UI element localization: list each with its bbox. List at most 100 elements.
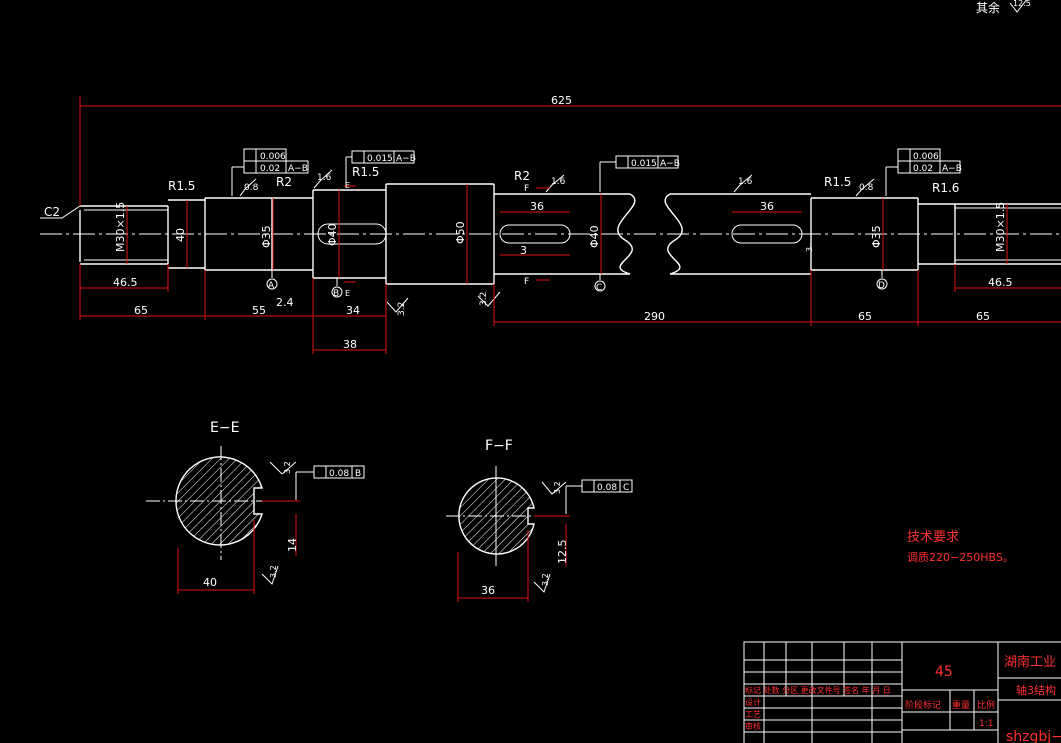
datum-a: A (268, 281, 275, 291)
datum-d: D (878, 281, 885, 291)
section-ee-depth: 14 (286, 538, 299, 552)
section-ee-width: 40 (203, 576, 217, 589)
section-ee-view (146, 446, 365, 594)
lower-dimension-lines (79, 211, 1061, 354)
section-ee-ref: B (355, 469, 361, 479)
title-block-company: 湖南工业 (1004, 654, 1056, 670)
section-ee-rough2: 3.2 (269, 565, 278, 578)
flatness-left: 0.006 (260, 152, 286, 162)
runout-middle: 0.015 (631, 159, 657, 169)
title-block-designer: 设计 (745, 697, 761, 707)
dim-65-mid: 65 (858, 310, 872, 323)
radius-label-5: R1.5 (824, 175, 851, 189)
section-mark-e-top: E (345, 181, 350, 190)
title-block-reviewer: 工艺 (745, 710, 761, 719)
diameter-collar: Φ50 (454, 221, 467, 244)
runout-right: 0.02 (913, 164, 933, 174)
runout-left-ref: A−B (288, 164, 308, 174)
title-block-weight: 重量 (952, 699, 970, 711)
roughness-d: 1.6 (738, 177, 753, 187)
roughness-a: 0.8 (244, 183, 259, 193)
other-roughness-value: 12.5 (1013, 0, 1031, 8)
title-block-material: 45 (935, 664, 953, 680)
title-block-stage: 阶段标记 (905, 699, 941, 711)
title-block-scale-label: 比例 (977, 699, 995, 711)
title-block-process: 审核 (745, 721, 761, 731)
diameter-dimension-lines (126, 184, 1008, 284)
tech-req-title: 技术要求 (907, 530, 959, 545)
overall-length-dimension (79, 96, 1061, 206)
section-mark-e-bottom: E (345, 289, 350, 298)
dim-46-5-right: 46.5 (988, 276, 1013, 289)
roughness-f: 3.2 (397, 302, 407, 316)
title-block-row-headers: 标记 处数 分区 更改文件号 签名 年 月 日 (745, 685, 891, 695)
radius-label-6: R1.6 (932, 181, 959, 195)
diameter-gear: Φ40 (326, 223, 339, 246)
diameter-bearing-right: Φ35 (870, 225, 883, 248)
tolerance-frame-gear (345, 150, 415, 188)
diameter-left-thread: M30×1.5 (114, 202, 127, 252)
section-ff-symmetry: 0.08 (597, 483, 617, 493)
section-ff-width: 36 (481, 584, 495, 597)
section-ff-rough2: 3.2 (541, 573, 550, 586)
title-block-drawing-name: 轴3结构 (1016, 683, 1056, 697)
dim-3: 3 (520, 244, 527, 257)
roughness-b: 1.6 (317, 173, 332, 183)
runout-middle-ref: A−B (660, 159, 680, 169)
dim-34: 34 (346, 304, 360, 317)
roughness-symbol (1009, 0, 1028, 13)
overall-length-value: 625 (551, 94, 572, 107)
tolerance-frame-right (885, 148, 961, 196)
datum-b: B (333, 289, 339, 299)
tolerance-frame-middle (599, 155, 679, 192)
other-surfaces-label: 其余 (976, 0, 1000, 15)
runout-gear: 0.015 (367, 154, 393, 164)
section-mark-f-bottom: F (524, 277, 529, 287)
section-ff-view (446, 466, 633, 602)
dim-36-right: 36 (760, 200, 774, 213)
dim-38: 38 (343, 338, 357, 351)
section-ee-title: E−E (210, 420, 239, 436)
diameter-middle: Φ40 (588, 225, 601, 248)
section-mark-f-top: F (524, 184, 529, 194)
shaft-outline (79, 183, 1061, 285)
dim-46-5-left: 46.5 (113, 276, 138, 289)
radius-label-1: R1.5 (168, 179, 195, 193)
section-ee-rough: 3.2 (283, 461, 292, 474)
roughness-symbols (239, 169, 875, 313)
tech-req-line1: 调质220−250HBS。 (907, 551, 1014, 564)
title-block-code: shzgbj− (1006, 729, 1061, 743)
dim-2-4: 2.4 (276, 296, 294, 309)
roughness-e: 0.8 (859, 183, 874, 193)
datum-c: C (596, 283, 602, 293)
dim-290: 290 (644, 310, 665, 323)
title-block-scale: 1:1 (979, 719, 993, 729)
dim-65-right: 65 (976, 310, 990, 323)
section-ff-title: F−F (485, 438, 513, 454)
radius-label-4: R2 (514, 169, 530, 183)
dim-55: 55 (252, 304, 266, 317)
diameter-left-step: 40 (174, 228, 187, 242)
runout-gear-ref: A−B (396, 154, 416, 164)
tolerance-frame-left (231, 148, 309, 196)
dim-36-left: 36 (530, 200, 544, 213)
dim-65-left: 65 (134, 304, 148, 317)
diameter-bearing-left: Φ35 (260, 225, 273, 248)
title-block (743, 641, 1061, 743)
datum-markers (266, 270, 888, 298)
radius-label-2: R2 (276, 175, 292, 189)
diameter-right-thread: M30×1.5 (994, 202, 1007, 252)
section-cut-marks (344, 185, 550, 283)
roughness-c: 1.6 (551, 177, 566, 187)
runout-left: 0.02 (260, 164, 280, 174)
dim-3-right: 3 (805, 247, 814, 252)
runout-right-ref: A−B (942, 164, 962, 174)
section-ff-rough: 3.2 (553, 481, 562, 494)
section-ff-ref: C (623, 483, 629, 493)
roughness-g: 3.2 (479, 292, 489, 306)
radius-label-3: R1.5 (352, 165, 379, 179)
flatness-right: 0.006 (913, 152, 939, 162)
chamfer-label: C2 (44, 205, 60, 219)
section-ee-symmetry: 0.08 (329, 469, 349, 479)
